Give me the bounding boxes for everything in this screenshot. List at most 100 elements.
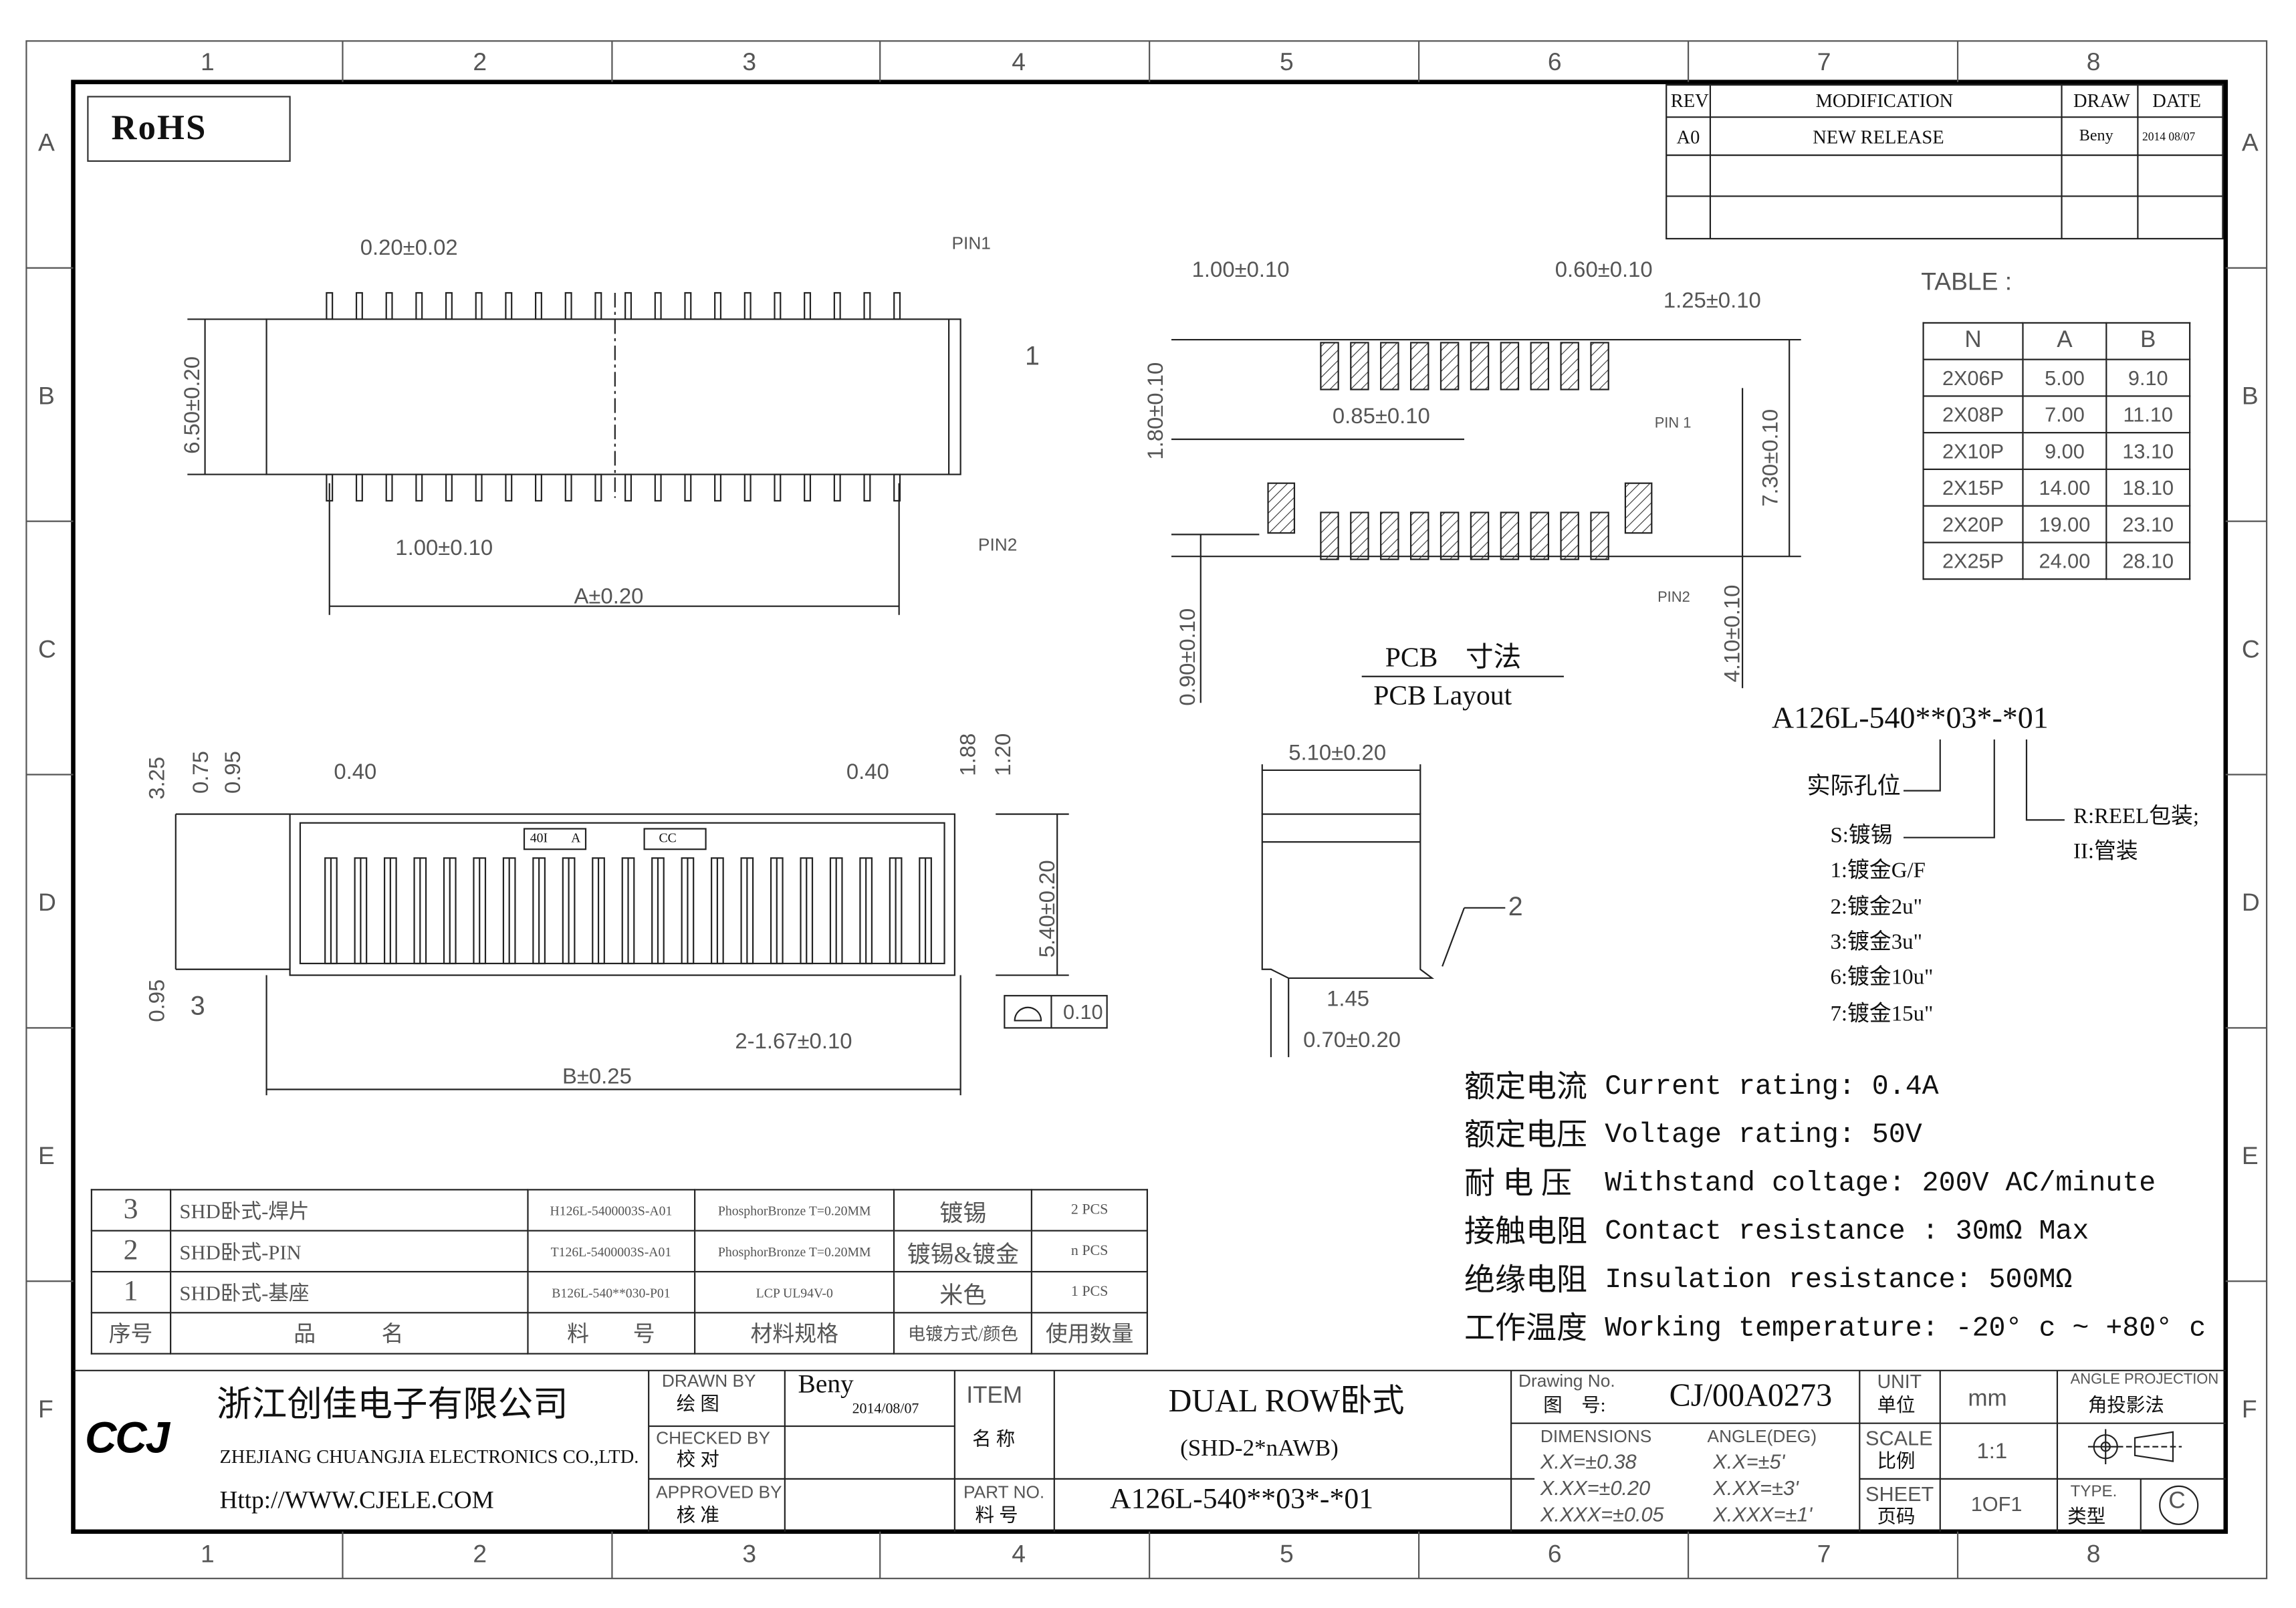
front-dim-075: 0.75 xyxy=(189,751,214,794)
item-subname: (SHD-2*nAWB) xyxy=(1180,1436,1339,1462)
column-label: 8 xyxy=(2086,48,2101,76)
pcb-pad xyxy=(1380,511,1399,560)
pin-bottom xyxy=(833,473,841,502)
table-cell: 5.00 xyxy=(2022,358,2107,397)
table-cell: 2X25P xyxy=(1922,542,2024,580)
pin-bottom xyxy=(564,473,572,502)
projection-label-cn: 角投影法 xyxy=(2087,1393,2164,1416)
table-cell: 米色 xyxy=(893,1270,1033,1314)
dim-pitch: 1.00±0.10 xyxy=(395,536,493,561)
table-cell: 28.10 xyxy=(2105,542,2191,580)
pcb-pad xyxy=(1590,342,1609,390)
column-label: 7 xyxy=(1817,1540,1831,1569)
column-label: 5 xyxy=(1280,48,1294,76)
flatness-value: 0.10 xyxy=(1062,1000,1103,1024)
pin-top xyxy=(326,292,334,320)
table-cell: 13.10 xyxy=(2105,432,2191,470)
date-value: 2014 08/07 xyxy=(2142,130,2196,144)
angle-title: ANGLE(DEG) xyxy=(1707,1426,1817,1447)
table-cell: 9.00 xyxy=(2022,432,2107,470)
spec-value: Working temperature: -20° c ~ +80° c xyxy=(1605,1312,2206,1345)
item-name: DUAL ROW卧式 xyxy=(1168,1382,1405,1419)
pin-top xyxy=(355,292,363,320)
drawn-by-value: Beny xyxy=(798,1369,854,1399)
row-label: B xyxy=(2241,382,2259,411)
table-cell: 材料规格 xyxy=(694,1312,895,1355)
pcb-pad xyxy=(1380,342,1399,390)
date-header: DATE xyxy=(2152,89,2202,112)
table-cell: 2X06P xyxy=(1922,358,2024,397)
modification-value: NEW RELEASE xyxy=(1813,126,1944,148)
pin1-label: PIN1 xyxy=(951,233,991,253)
approved-by-label: APPROVED BY xyxy=(656,1482,782,1502)
drawn-by-label: DRAWN BY xyxy=(661,1370,756,1391)
drawing-no-value: CJ/00A0273 xyxy=(1669,1376,1833,1413)
spec-label-cn: 额定电流 xyxy=(1464,1068,1587,1105)
item-2-label: 2 xyxy=(1508,891,1523,921)
pin-top xyxy=(863,292,871,320)
pin-top xyxy=(445,292,453,320)
plating-option: 2:镀金2u" xyxy=(1830,895,1923,919)
tolerance-2: X.XX=±0.20 xyxy=(1540,1476,1651,1500)
plating-option: S:镀锡 xyxy=(1830,824,1893,848)
company-website[interactable]: Http://WWW.CJELE.COM xyxy=(219,1486,494,1514)
pin-bottom xyxy=(594,473,602,502)
draw-value: Beny xyxy=(2079,127,2113,145)
dim-length-a: A±0.20 xyxy=(574,584,644,610)
angle-tol-2: X.XX=±3' xyxy=(1713,1476,1799,1500)
modification-header: MODIFICATION xyxy=(1815,89,1954,112)
pcb-pad xyxy=(1530,342,1550,390)
pcb-pad xyxy=(1350,342,1369,390)
column-label: 3 xyxy=(742,48,757,76)
checked-by-label: CHECKED BY xyxy=(656,1427,771,1448)
housing-mark-2: A xyxy=(571,830,581,845)
pin-top xyxy=(594,292,602,320)
scale-label-cn: 比例 xyxy=(1877,1450,1916,1472)
pcb-pad xyxy=(1409,342,1429,390)
table-cell: 9.10 xyxy=(2105,358,2191,397)
pin-top xyxy=(833,292,841,320)
row-label: C xyxy=(2241,635,2260,664)
column-label: 1 xyxy=(201,1540,215,1569)
pcb-total: 7.30±0.10 xyxy=(1758,409,1784,507)
front-spacing: 2-1.67±0.10 xyxy=(735,1029,852,1054)
dim-table-title: TABLE : xyxy=(1921,267,2013,296)
pcb-pad xyxy=(1560,511,1579,560)
pin-top xyxy=(804,292,812,320)
pcb-pad xyxy=(1500,342,1520,390)
table-cell: 品 名 xyxy=(169,1312,528,1355)
unit-label-cn: 单位 xyxy=(1877,1393,1916,1416)
pcb-pad xyxy=(1350,511,1369,560)
pin-bottom xyxy=(893,473,901,502)
table-cell: n PCS xyxy=(1031,1230,1148,1273)
company-logo: CCJ xyxy=(85,1414,170,1463)
table-cell: SHD卧式-基座 xyxy=(169,1270,528,1314)
pin-bottom xyxy=(535,473,542,502)
table-cell: 2 PCS xyxy=(1031,1189,1148,1232)
table-cell: 1 PCS xyxy=(1031,1270,1148,1314)
draw-header: DRAW xyxy=(2073,89,2130,112)
sheet-label: SHEET xyxy=(1865,1482,1934,1506)
drawing-no-label-cn: 图 号: xyxy=(1543,1393,1606,1416)
pin-bottom xyxy=(505,473,513,502)
pin2-label: PIN2 xyxy=(978,534,1018,556)
sheet-label-cn: 页码 xyxy=(1877,1505,1916,1528)
pcb-pin1-label: PIN 1 xyxy=(1654,415,1692,433)
table-cell: 镀锡&镀金 xyxy=(893,1230,1033,1273)
row-label: C xyxy=(37,635,56,664)
row-label: D xyxy=(37,889,56,917)
table-cell: 序号 xyxy=(90,1312,171,1355)
table-cell: 使用数量 xyxy=(1031,1312,1148,1355)
table-cell: 3 xyxy=(90,1189,171,1232)
pin-top xyxy=(535,292,542,320)
pin-top xyxy=(774,292,782,320)
projection-label: ANGLE PROJECTION xyxy=(2070,1372,2219,1389)
table-cell: PhosphorBronze T=0.20MM xyxy=(694,1230,895,1273)
table-cell: 2X08P xyxy=(1922,395,2024,434)
